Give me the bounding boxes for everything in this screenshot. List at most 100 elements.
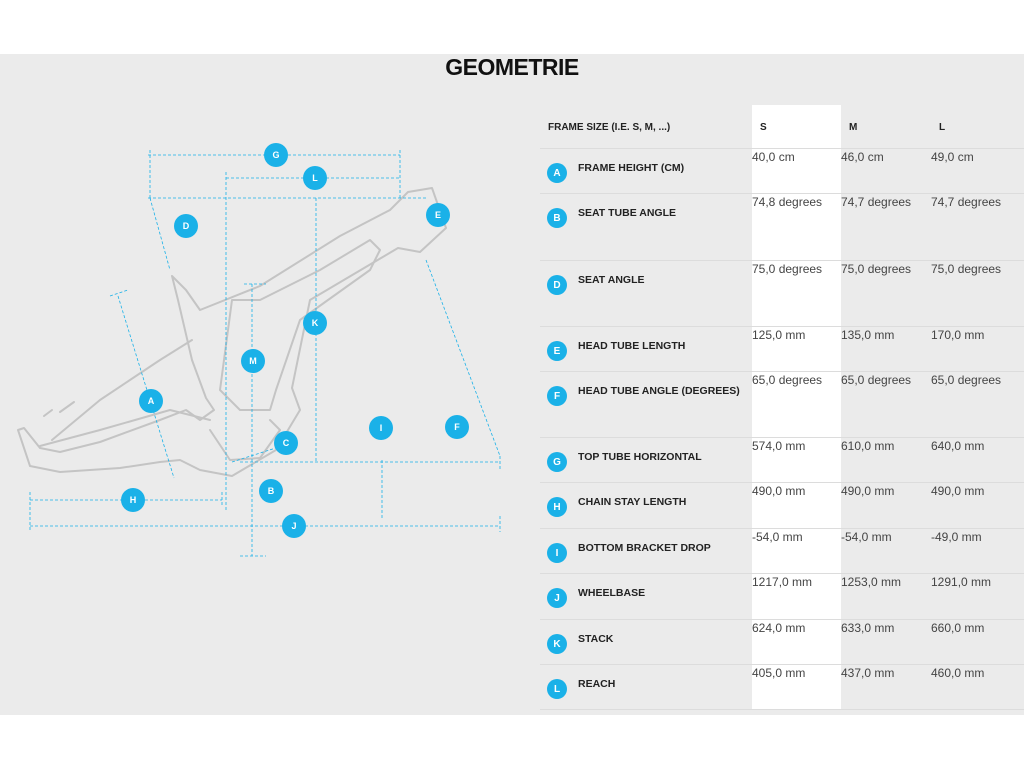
value-text: -54,0 mm (752, 530, 803, 544)
marker-a: A (139, 389, 163, 413)
value-text: 74,7 degrees (841, 195, 912, 209)
row-key-badge: J (547, 588, 567, 608)
value-cell-s: 405,0 mm (752, 664, 841, 710)
marker-e: E (426, 203, 450, 227)
row-label: HEAD TUBE LENGTH (578, 340, 686, 352)
column-header-size-m: M (841, 105, 931, 149)
value-cell-s: 574,0 mm (752, 437, 841, 483)
value-cell-s: 74,8 degrees (752, 193, 841, 261)
table-row: I BOTTOM BRACKET DROP -54,0 mm -54,0 mm -49,… (540, 528, 1024, 574)
value-text: 490,0 mm (752, 484, 806, 498)
value-text: -54,0 mm (841, 530, 892, 544)
value-cell-m: 74,7 degrees (841, 193, 931, 261)
value-cell-s: 75,0 degrees (752, 260, 841, 327)
value-text: 1253,0 mm (841, 575, 902, 589)
value-cell-m: 633,0 mm (841, 619, 931, 665)
row-key-badge: B (547, 208, 567, 228)
value-cell-s: -54,0 mm (752, 528, 841, 574)
value-text: 65,0 degrees (931, 373, 1002, 387)
value-cell-l: 65,0 degrees (931, 371, 1024, 438)
value-cell-l: 49,0 cm (931, 148, 1024, 194)
value-text: 460,0 mm (931, 666, 985, 680)
value-text: 1291,0 mm (931, 575, 992, 589)
value-text: 405,0 mm (752, 666, 806, 680)
svg-text:B: B (268, 486, 275, 496)
row-label-cell: I BOTTOM BRACKET DROP (540, 528, 752, 574)
value-cell-l: 1291,0 mm (931, 573, 1024, 620)
value-cell-l: 170,0 mm (931, 326, 1024, 372)
value-text: 574,0 mm (752, 439, 806, 453)
row-label: SEAT TUBE ANGLE (578, 207, 677, 219)
value-cell-l: 640,0 mm (931, 437, 1024, 483)
row-key-badge: K (547, 634, 567, 654)
value-text: 490,0 mm (841, 484, 895, 498)
table-row: B SEAT TUBE ANGLE 74,8 degrees 74,7 degrees… (540, 193, 1024, 261)
value-cell-l: -49,0 mm (931, 528, 1024, 574)
value-cell-m: 75,0 degrees (841, 260, 931, 327)
row-key-badge: G (547, 452, 567, 472)
row-key-badge: A (547, 163, 567, 183)
value-text: 610,0 mm (841, 439, 895, 453)
row-label: BOTTOM BRACKET DROP (578, 542, 711, 554)
marker-f: F (445, 415, 469, 439)
value-text: 640,0 mm (931, 439, 985, 453)
row-label: WHEELBASE (578, 587, 646, 599)
value-cell-m: 46,0 cm (841, 148, 931, 194)
value-text: -49,0 mm (931, 530, 982, 544)
svg-text:H: H (130, 495, 137, 505)
value-cell-s: 125,0 mm (752, 326, 841, 372)
value-text: 74,8 degrees (752, 195, 823, 209)
column-header-size-l: L (931, 105, 1024, 149)
row-key-badge: F (547, 386, 567, 406)
row-key-badge: L (547, 679, 567, 699)
value-cell-l: 660,0 mm (931, 619, 1024, 665)
value-text: 65,0 degrees (752, 373, 823, 387)
row-label-cell: A FRAME HEIGHT (CM) (540, 148, 752, 194)
value-cell-m: 437,0 mm (841, 664, 931, 710)
svg-text:C: C (283, 438, 290, 448)
svg-text:K: K (312, 318, 319, 328)
value-text: 135,0 mm (841, 328, 895, 342)
marker-m: M (241, 349, 265, 373)
svg-text:J: J (291, 521, 296, 531)
row-label: HEAD TUBE ANGLE (DEGREES) (578, 385, 740, 397)
value-text: 490,0 mm (931, 484, 985, 498)
svg-text:I: I (380, 423, 383, 433)
marker-g: G (264, 143, 288, 167)
value-text: 660,0 mm (931, 621, 985, 635)
value-text: 624,0 mm (752, 621, 806, 635)
value-text: 46,0 cm (841, 150, 884, 164)
marker-b: B (259, 479, 283, 503)
row-label: CHAIN STAY LENGTH (578, 496, 687, 508)
marker-i: I (369, 416, 393, 440)
value-cell-l: 460,0 mm (931, 664, 1024, 710)
marker-h: H (121, 488, 145, 512)
value-cell-m: 1253,0 mm (841, 573, 931, 620)
value-cell-m: 65,0 degrees (841, 371, 931, 438)
value-text: 49,0 cm (931, 150, 974, 164)
row-label: FRAME HEIGHT (CM) (578, 162, 685, 174)
bike-frame-outline (17, 187, 447, 477)
column-header-size-s: S (752, 105, 841, 149)
svg-text:F: F (454, 422, 460, 432)
table-row: F HEAD TUBE ANGLE (DEGREES) 65,0 degrees 65… (540, 371, 1024, 438)
svg-text:G: G (272, 150, 279, 160)
row-label-cell: G TOP TUBE HORIZONTAL (540, 437, 752, 483)
marker-c: C (274, 431, 298, 455)
row-label: TOP TUBE HORIZONTAL (578, 451, 702, 463)
value-cell-l: 490,0 mm (931, 482, 1024, 529)
row-key-badge: I (547, 543, 567, 563)
svg-text:E: E (435, 210, 441, 220)
value-text: 65,0 degrees (841, 373, 912, 387)
svg-text:D: D (183, 221, 190, 231)
